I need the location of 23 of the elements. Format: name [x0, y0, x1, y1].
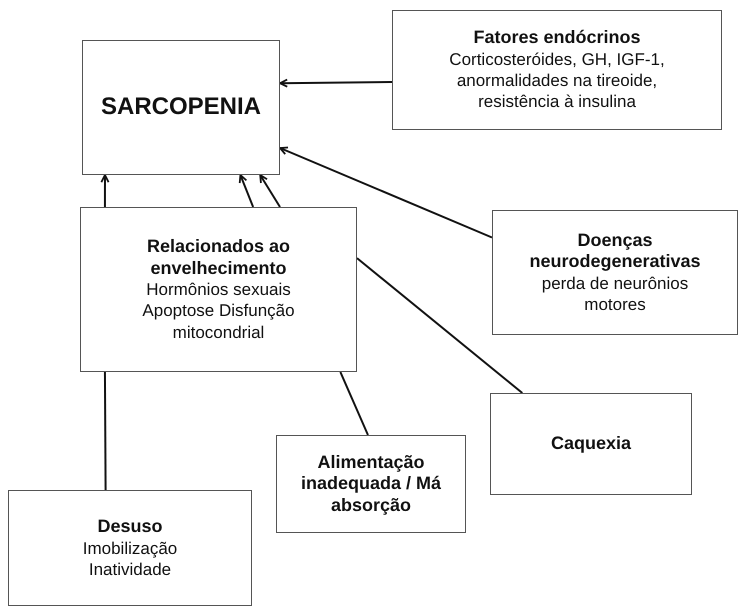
factor-box	[492, 210, 738, 335]
box-heading: Fatores endócrinos	[473, 27, 641, 49]
box-heading: Relacionados ao envelhecimento	[146, 236, 292, 280]
box-heading: Caquexia	[550, 433, 632, 455]
factor-box	[392, 10, 722, 130]
factor-box	[490, 393, 692, 495]
arrow	[259, 174, 281, 208]
arrow	[238, 174, 254, 208]
factor-box	[276, 435, 466, 533]
factor-box	[80, 207, 357, 372]
box-text: Hormônios sexuais Apoptose Disfunção mitocondrial	[141, 279, 296, 343]
box-heading: Doenças neurodegenerativas	[528, 230, 702, 273]
box-text: Corticosteróides, GH, IGF-1, anormalidades na tireoide, resistência à insulina	[448, 48, 666, 113]
factor-box	[82, 40, 280, 175]
arrow	[279, 146, 492, 238]
box-text: Imobilização Inatividade	[82, 538, 178, 580]
box-heading: Alimentação inadequada / Má absorção	[300, 452, 442, 516]
box-heading: SARCOPENIA	[100, 93, 262, 122]
factor-box	[8, 490, 252, 606]
arrow	[279, 78, 392, 88]
box-heading: Desuso	[97, 516, 163, 538]
box-text: perda de neurônios motores	[540, 272, 690, 316]
arrow	[100, 174, 110, 207]
